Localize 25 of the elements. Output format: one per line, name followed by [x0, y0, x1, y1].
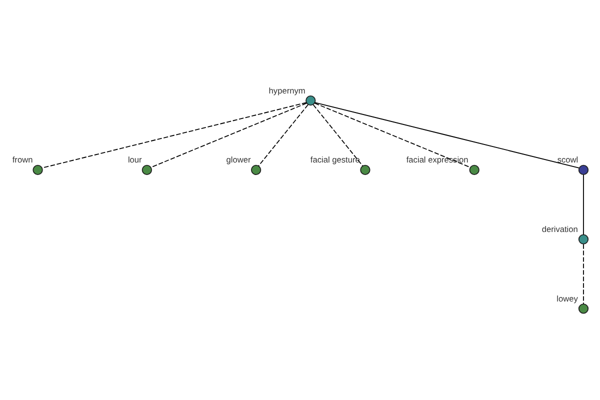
node-label: scowl — [557, 154, 578, 165]
node-circle — [578, 234, 589, 244]
connector — [583, 244, 584, 304]
connector — [312, 104, 364, 166]
node-label: hypernym — [268, 85, 306, 96]
node-circle — [469, 164, 480, 176]
node-circle — [360, 164, 370, 176]
node-label: facial gesture — [310, 154, 360, 165]
node-circle — [306, 95, 316, 106]
connector — [42, 102, 307, 168]
node-circle — [578, 164, 589, 176]
node-label: derivation — [542, 224, 578, 234]
node-label: lour — [128, 154, 142, 165]
node-label: lowey — [556, 293, 578, 304]
node-circle — [578, 304, 589, 314]
connector — [258, 104, 308, 166]
node-circle — [142, 164, 152, 176]
node-label: glower — [226, 154, 251, 165]
connector — [314, 102, 580, 168]
connector — [314, 102, 471, 168]
node-circle — [32, 164, 43, 176]
node-label: frown — [12, 154, 33, 165]
connector — [583, 174, 584, 235]
node-circle — [250, 164, 262, 176]
connector — [150, 102, 308, 168]
